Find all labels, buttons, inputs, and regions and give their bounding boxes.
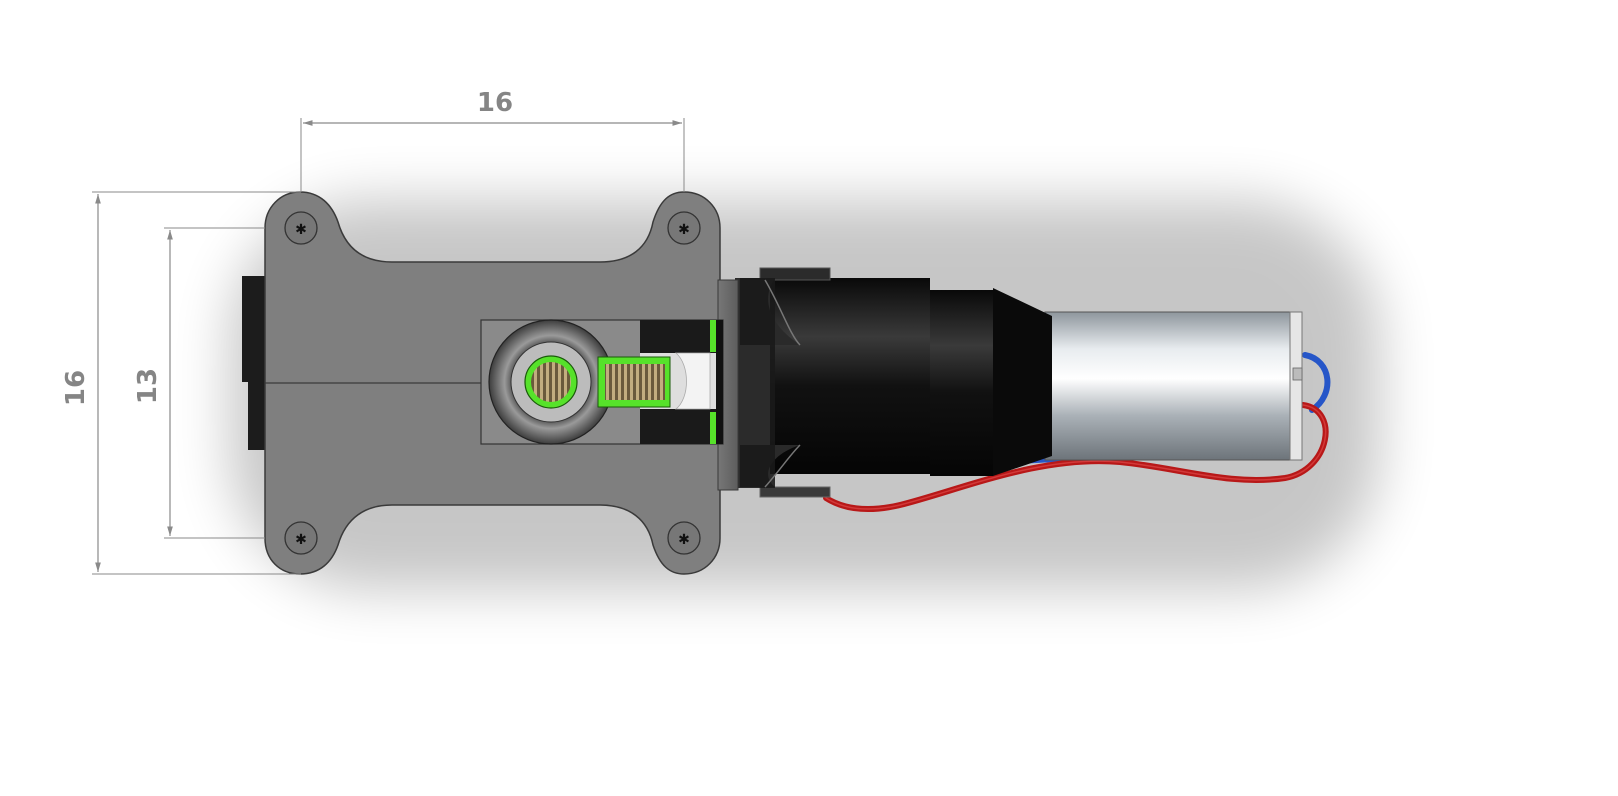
dimension-lines: 16 16 13: [61, 88, 685, 575]
hole-top-right: ✱: [667, 211, 701, 245]
hole-bottom-right: ✱: [667, 521, 701, 555]
section-cutaway: [480, 319, 724, 445]
hole-top-left: ✱: [284, 211, 318, 245]
inner-height-dimension-label: 13: [133, 368, 163, 404]
mounting-holes: ✱ ✱ ✱ ✱: [284, 211, 701, 555]
outer-height-dimension-label: 16: [61, 370, 91, 406]
asterisk-center-mark-icon: ✱: [678, 222, 690, 238]
asterisk-center-mark-icon: ✱: [295, 532, 307, 548]
top-width-dimension-label: 16: [477, 88, 513, 118]
motor-can: [1044, 311, 1303, 461]
gearbox: [735, 267, 1052, 498]
hole-bottom-left: ✱: [284, 521, 318, 555]
asterisk-center-mark-icon: ✱: [678, 532, 690, 548]
asterisk-center-mark-icon: ✱: [295, 222, 307, 238]
